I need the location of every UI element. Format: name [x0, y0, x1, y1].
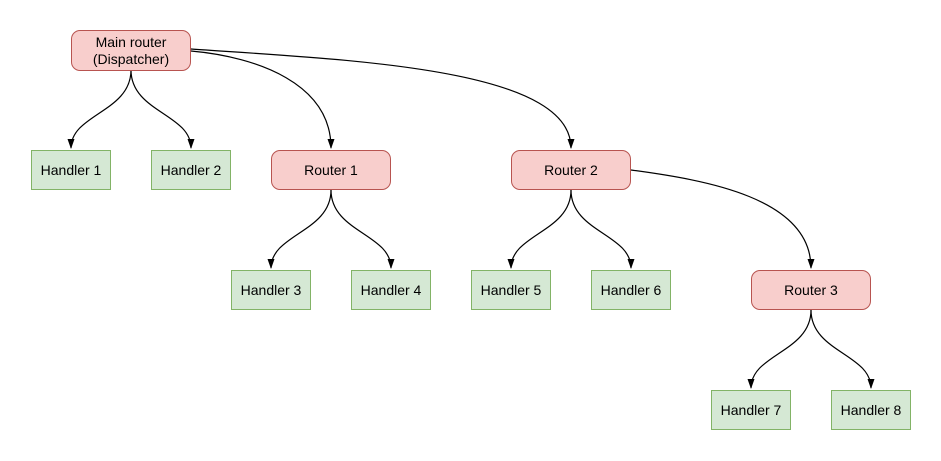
node-handler-3: Handler 3: [231, 270, 311, 310]
edge-router2-to-handler6: [570, 189, 635, 269]
node-handler-4: Handler 4: [351, 270, 431, 310]
node-router-3-label: Router 3: [784, 281, 838, 298]
edge-router2-to-router3: [630, 169, 815, 269]
node-router-1: Router 1: [271, 150, 391, 190]
node-handler-5: Handler 5: [471, 270, 551, 310]
edge-router1-to-handler4: [330, 189, 395, 269]
edge-main-to-router2: [190, 48, 575, 149]
node-router-1-label: Router 1: [304, 161, 358, 178]
node-router-2-label: Router 2: [544, 161, 598, 178]
edge-main-to-handler2: [130, 69, 195, 149]
node-main-router: Main router (Dispatcher): [71, 30, 191, 71]
node-handler-6-label: Handler 6: [600, 281, 662, 298]
edge-router3-to-handler8: [810, 309, 875, 389]
node-handler-3-label: Handler 3: [240, 281, 302, 298]
node-handler-1: Handler 1: [31, 150, 111, 190]
node-router-2: Router 2: [511, 150, 631, 190]
node-handler-8-label: Handler 8: [840, 401, 902, 418]
edge-main-to-router1: [190, 50, 335, 149]
node-handler-8: Handler 8: [831, 390, 911, 430]
node-handler-1-label: Handler 1: [40, 161, 102, 178]
edge-main-to-handler1: [67, 69, 132, 149]
edge-router2-to-handler5: [507, 189, 572, 269]
node-handler-2: Handler 2: [151, 150, 231, 190]
node-handler-2-label: Handler 2: [160, 161, 222, 178]
node-handler-5-label: Handler 5: [480, 281, 542, 298]
node-handler-6: Handler 6: [591, 270, 671, 310]
node-handler-7: Handler 7: [711, 390, 791, 430]
edge-router1-to-handler3: [267, 189, 332, 269]
edge-router3-to-handler7: [747, 309, 812, 389]
node-handler-4-label: Handler 4: [360, 281, 422, 298]
node-handler-7-label: Handler 7: [720, 401, 782, 418]
node-main-router-label: Main router (Dispatcher): [92, 33, 170, 67]
node-router-3: Router 3: [751, 270, 871, 310]
